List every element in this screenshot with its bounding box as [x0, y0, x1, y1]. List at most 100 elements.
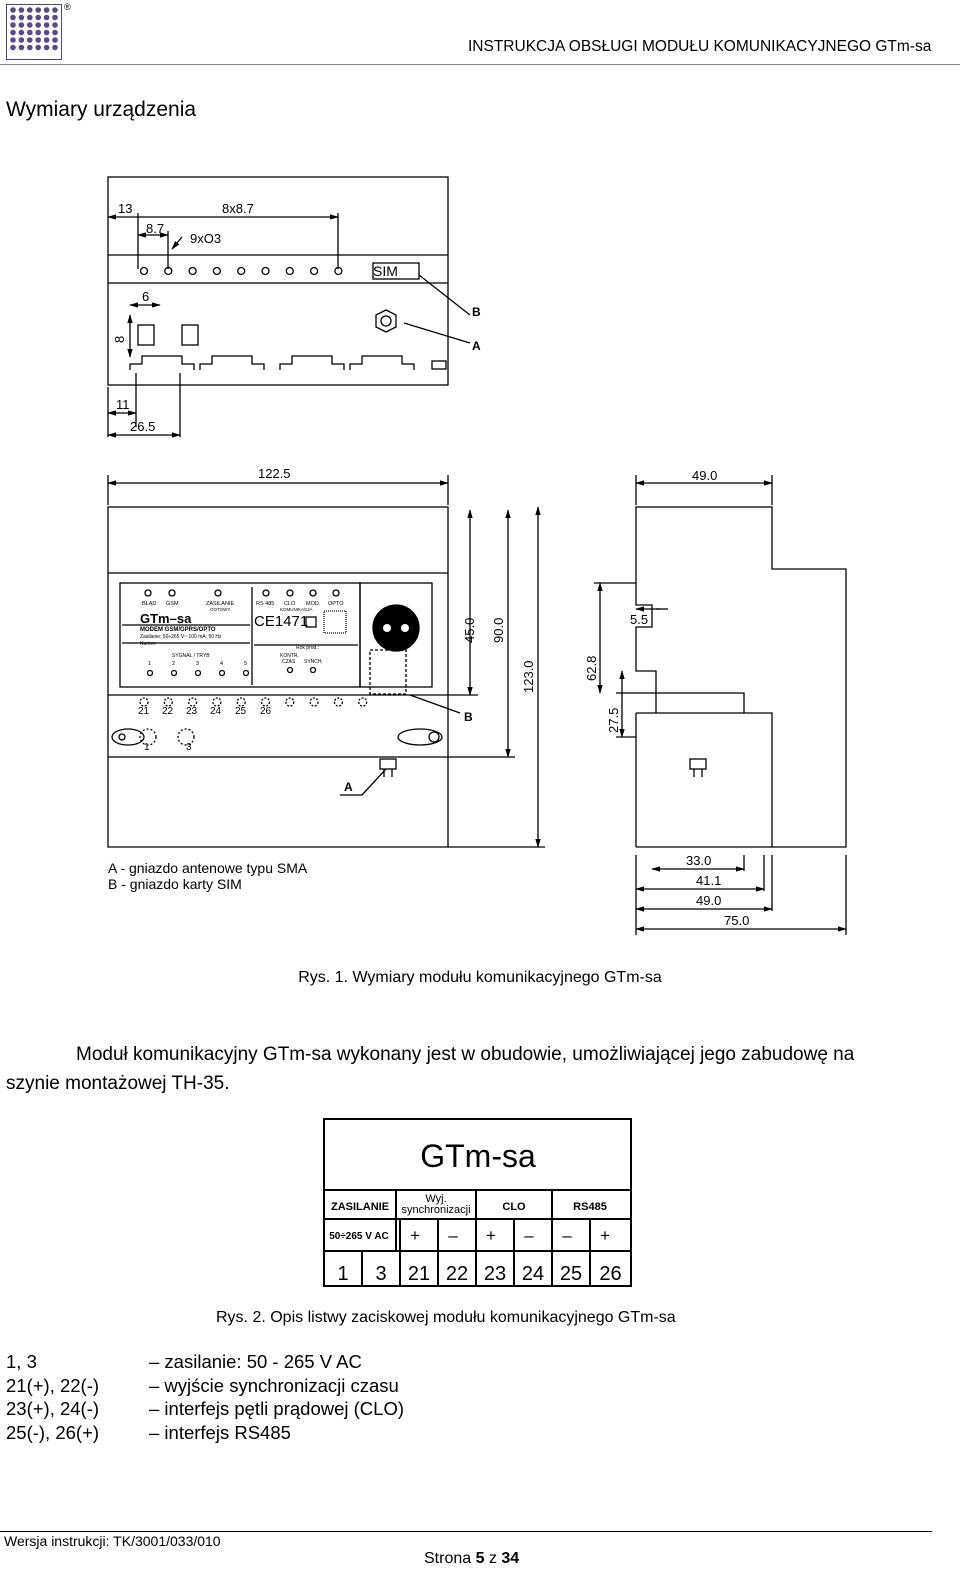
label-a-front: A: [344, 780, 353, 794]
dim-45-0: 45.0: [462, 618, 477, 643]
led-indicator: [262, 589, 270, 597]
panel-term-22: 22: [162, 706, 174, 717]
dim-11: 11: [116, 397, 130, 412]
panel-sig-5: 5: [244, 661, 247, 667]
dim-27-5: 27.5: [606, 708, 621, 733]
mounting-hole: [139, 266, 149, 276]
dim-41-1: 41.1: [696, 873, 721, 888]
terminal-screw: [187, 697, 198, 707]
dim-9xo3: 9xO3: [190, 231, 221, 246]
panel-rok: Rok prod.:: [296, 645, 319, 651]
panel-sygnal: SYGNAŁ / TRYB: [172, 653, 210, 659]
logo-dot: [52, 44, 58, 51]
mounting-hole: [237, 266, 246, 276]
panel-term-23: 23: [186, 706, 198, 717]
group-zasilanie: ZASILANIE: [331, 1201, 389, 1213]
logo-dot: [35, 29, 41, 36]
terminal-strip-diagram: GTm-sa ZASILANIE Wyj. synchronizacji CLO…: [323, 1118, 632, 1287]
terminal-key: 21(+), 22(-): [6, 1374, 100, 1396]
logo-dot: [35, 7, 41, 13]
list-item: 25(-), 26(+) – interfejs RS485: [6, 1421, 404, 1445]
group-rs485: RS485: [573, 1201, 607, 1213]
logo-dot: [10, 22, 16, 28]
logo-dot: [27, 22, 33, 28]
page-current: 5: [475, 1550, 485, 1567]
polarity-label: +: [600, 1226, 610, 1245]
mounting-hole: [285, 266, 294, 276]
body-paragraph: Moduł komunikacyjny GTm-sa wykonany jest…: [6, 1040, 906, 1098]
dim-26-5: 26.5: [130, 419, 155, 434]
terminal-desc: – interfejs RS485: [149, 1421, 291, 1443]
logo-dot: [27, 44, 33, 51]
dim-123-0: 123.0: [521, 660, 536, 693]
logo-dot: [35, 14, 41, 21]
led-indicator: [286, 589, 294, 597]
panel-term-26: 26: [260, 706, 272, 717]
dim-49-0-top: 49.0: [692, 468, 717, 483]
panel-term-24: 24: [210, 706, 222, 717]
terminal-number: 3: [375, 1263, 386, 1285]
list-item: 23(+), 24(-)– interfejs pętli prądowej (…: [6, 1397, 404, 1421]
logo-dot: [18, 22, 25, 28]
logo-dot: [43, 44, 50, 51]
terminal-desc: – interfejs pętli prądowej (CLO): [149, 1398, 404, 1419]
led-label-mod: MOD.: [306, 601, 321, 607]
logo-dot: [10, 37, 16, 43]
polarity-label: –: [562, 1226, 572, 1245]
terminal-number: 21: [408, 1263, 430, 1285]
terminal-key: 25(-), 26(+): [6, 1421, 100, 1443]
terminal-number: 25: [560, 1263, 582, 1285]
panel-numer: Numer:: [140, 641, 156, 647]
led-label-clo: CLO: [284, 601, 296, 607]
panel-term-21: 21: [138, 706, 150, 717]
panel-term-3: 3: [186, 742, 192, 753]
led-sublabel-komunikacja: KOMUNIKACJA: [280, 607, 313, 612]
panel-term-1: 1: [144, 742, 150, 753]
logo-dot: [43, 7, 50, 13]
panel-term-25: 25: [235, 706, 247, 717]
logo-dot: [52, 14, 58, 21]
group-synchronizacji: synchronizacji: [401, 1204, 470, 1216]
polarity-label: +: [486, 1226, 496, 1245]
led-label-rs485: RS 485: [256, 601, 274, 607]
footer-version: Wersja instrukcji: TK/3001/033/010: [4, 1533, 221, 1549]
terminal-screw: [212, 697, 222, 707]
led-indicator: [170, 669, 178, 677]
legend-b: B - gniazdo karty SIM: [108, 876, 242, 892]
dim-13: 13: [118, 201, 132, 216]
dim-8x8-7: 8x8.7: [222, 201, 254, 216]
logo-dot: [18, 14, 25, 21]
logo-dot: [18, 29, 25, 36]
header-title: INSTRUKCJA OBSŁUGI MODUŁU KOMUNIKACYJNEG…: [468, 38, 932, 55]
list-item: 1, 3– zasilanie: 50 - 265 V AC: [6, 1350, 404, 1374]
panel-ce-mark: CE1471: [254, 613, 308, 630]
logo-dot: [52, 22, 58, 28]
list-item: 21(+), 22(-) – wyjście synchronizacji cza…: [6, 1374, 404, 1398]
dim-8-7: 8.7: [146, 221, 164, 236]
terminal-desc: – wyjście synchronizacji czasu: [149, 1374, 399, 1396]
polarity-label: –: [448, 1226, 458, 1245]
led-indicator: [309, 666, 317, 674]
logo-dot: [10, 14, 16, 21]
mounting-hole: [212, 266, 222, 276]
led-indicator: [218, 669, 226, 677]
dim-33-0: 33.0: [686, 853, 711, 868]
panel-sig-3: 3: [196, 661, 199, 667]
led-label-opto: OPTO: [328, 601, 344, 607]
logo-dot: [27, 14, 33, 21]
logo-dot: [35, 22, 41, 28]
page-prefix: Strona: [424, 1550, 472, 1567]
footer-page-number: Strona 5 z 34: [424, 1550, 519, 1568]
logo-dot: [52, 37, 58, 43]
terminal-number: 1: [337, 1263, 348, 1285]
led-indicator: [242, 669, 250, 677]
panel-supply: Zasilanie: 50÷265 V~ 100 mA; 50 Hz: [140, 634, 222, 640]
logo-dot: [35, 37, 41, 43]
led-label-gsm: GSM: [166, 601, 179, 607]
strip-title: GTm-sa: [420, 1138, 536, 1174]
terminal-number: 22: [446, 1263, 468, 1285]
dim-90-0: 90.0: [491, 618, 506, 643]
legend-a: A - gniazdo antenowe typu SMA: [108, 860, 308, 876]
terminal-screw: [358, 697, 368, 707]
polarity-label: –: [524, 1226, 534, 1245]
